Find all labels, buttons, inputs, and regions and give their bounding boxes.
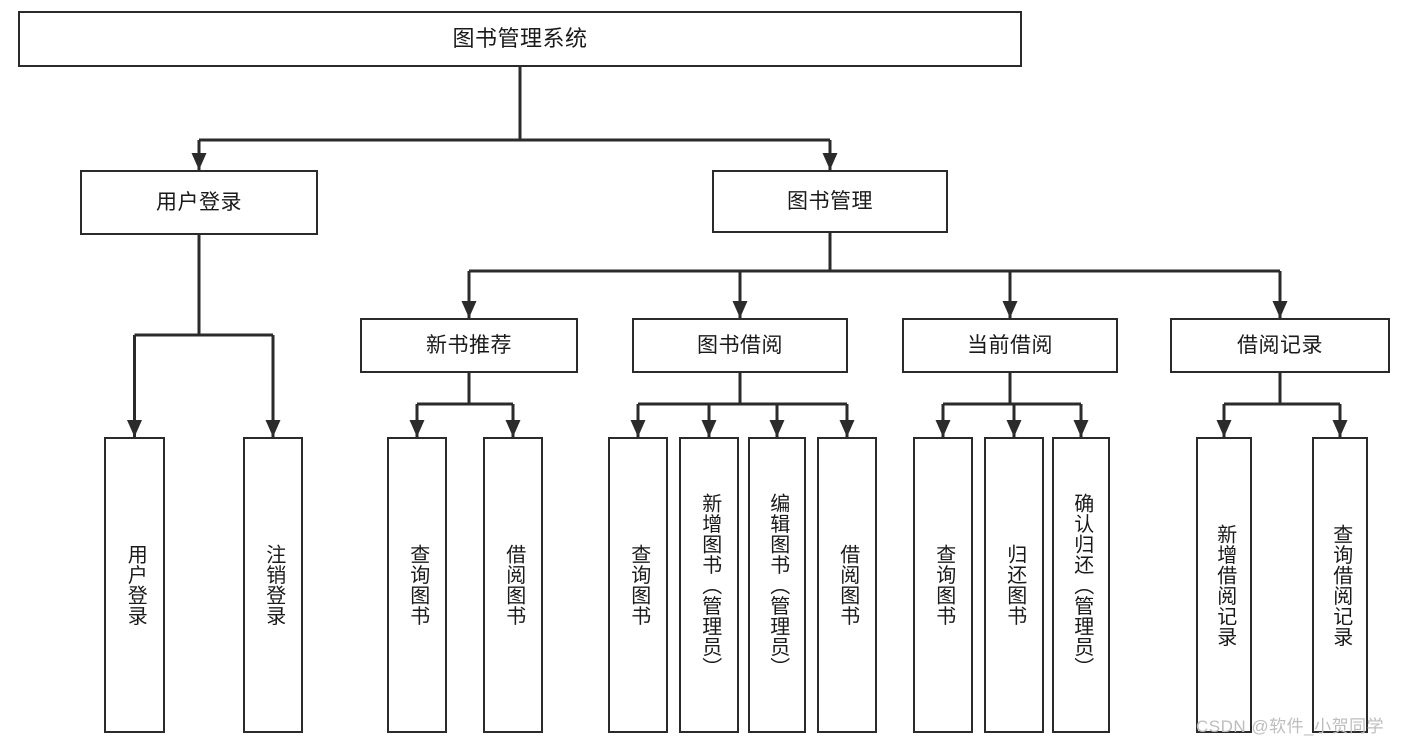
arrowhead xyxy=(1332,420,1348,437)
node-label: 查询借阅记录 xyxy=(1329,523,1352,647)
arrowhead xyxy=(1006,420,1022,437)
node-leaf_3[interactable]: 借阅图书 xyxy=(483,437,543,733)
node-leaf_0[interactable]: 用户登录 xyxy=(104,437,165,733)
node-label: 当前借阅 xyxy=(967,333,1053,357)
node-l3_2[interactable]: 当前借阅 xyxy=(902,318,1118,373)
node-root[interactable]: 图书管理系统 xyxy=(18,11,1022,67)
arrowhead xyxy=(191,153,207,170)
arrowhead xyxy=(822,153,838,170)
node-label: 查询图书 xyxy=(627,544,650,626)
node-leaf_6[interactable]: 编辑图书（管理员） xyxy=(748,437,806,733)
arrowhead xyxy=(1002,301,1018,318)
node-l2_0[interactable]: 用户登录 xyxy=(80,170,318,235)
node-leaf_10[interactable]: 确认归还（管理员） xyxy=(1052,437,1110,733)
node-label: 借阅图书 xyxy=(836,544,859,626)
arrowhead xyxy=(630,420,646,437)
node-label: 查询图书 xyxy=(406,544,429,626)
node-label: 确认归还（管理员） xyxy=(1070,492,1093,678)
node-label: 借阅记录 xyxy=(1237,333,1323,357)
arrowhead xyxy=(265,420,281,437)
node-label: 新书推荐 xyxy=(426,333,512,357)
node-l2_1[interactable]: 图书管理 xyxy=(712,170,948,233)
node-leaf_9[interactable]: 归还图书 xyxy=(984,437,1044,733)
arrowhead xyxy=(505,420,521,437)
watermark: CSDN @软件_小贺同学 xyxy=(1196,717,1385,736)
node-label: 新增图书（管理员） xyxy=(698,492,721,678)
node-leaf_2[interactable]: 查询图书 xyxy=(387,437,447,733)
node-label: 图书借阅 xyxy=(697,333,783,357)
arrowhead xyxy=(1272,301,1288,318)
node-label: 图书管理 xyxy=(787,189,873,213)
node-l3_0[interactable]: 新书推荐 xyxy=(360,318,578,373)
node-label: 注销登录 xyxy=(262,544,285,626)
node-leaf_4[interactable]: 查询图书 xyxy=(608,437,668,733)
arrowhead xyxy=(409,420,425,437)
node-leaf_8[interactable]: 查询图书 xyxy=(913,437,973,733)
node-label: 新增借阅记录 xyxy=(1213,523,1236,647)
arrowhead xyxy=(839,420,855,437)
node-leaf_11[interactable]: 新增借阅记录 xyxy=(1196,437,1252,733)
arrowhead xyxy=(935,420,951,437)
node-l3_3[interactable]: 借阅记录 xyxy=(1170,318,1390,373)
node-l3_1[interactable]: 图书借阅 xyxy=(632,318,848,373)
arrowhead xyxy=(1073,420,1089,437)
node-label: 用户登录 xyxy=(156,190,242,214)
arrowhead xyxy=(461,301,477,318)
arrowhead xyxy=(127,420,142,437)
node-label: 编辑图书（管理员） xyxy=(766,492,789,678)
node-leaf_7[interactable]: 借阅图书 xyxy=(817,437,877,733)
arrowhead xyxy=(1216,420,1232,437)
node-label: 借阅图书 xyxy=(502,544,525,626)
node-label: 图书管理系统 xyxy=(452,25,588,51)
node-leaf_12[interactable]: 查询借阅记录 xyxy=(1312,437,1368,733)
node-leaf_1[interactable]: 注销登录 xyxy=(243,437,303,733)
arrowhead xyxy=(732,301,748,318)
arrowhead xyxy=(769,420,785,437)
node-label: 归还图书 xyxy=(1003,544,1026,626)
node-label: 用户登录 xyxy=(124,544,147,626)
node-label: 查询图书 xyxy=(932,544,955,626)
arrowhead xyxy=(701,420,717,437)
node-leaf_5[interactable]: 新增图书（管理员） xyxy=(679,437,739,733)
